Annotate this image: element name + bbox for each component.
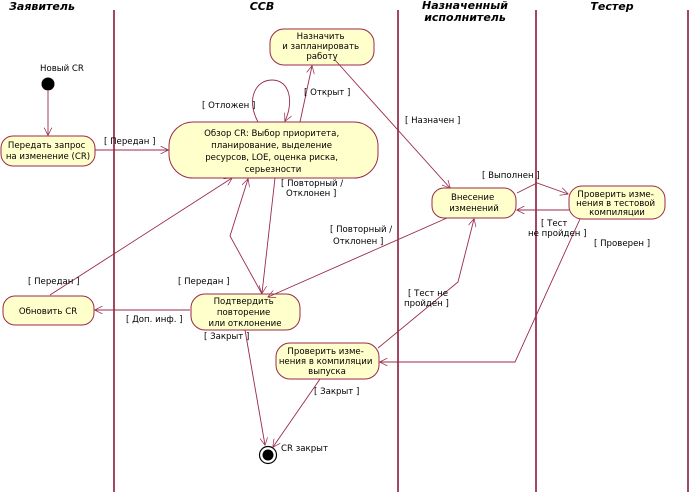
activity-text: Назначить и запланировать работу [282,32,362,62]
flow-release-to-final [273,378,321,447]
activity-confirm-duplicate[interactable]: Подтвердить повторение или отклонение [190,293,301,331]
flow-review-to-confirm [262,177,276,293]
guard-done: [ Выполнен ] [482,171,540,181]
activity-text: Проверить изме- нения в компиляции выпус… [279,347,375,377]
lane-title-ccb: CCB [250,0,275,13]
guard-closed: [ Закрыт ] [314,387,359,397]
flow-test-to-release [380,218,581,362]
activity-verify-release-build[interactable]: Проверить изме- нения в компиляции выпус… [275,342,380,380]
guard-duplicate-rejected: [ Повторный / Отклонен ] [281,179,346,199]
guard-verified: [ Проверен ] [594,239,650,249]
activity-review-cr[interactable]: Обзор CR: Выбор приоритета, планирование… [168,121,379,179]
activity-schedule-work[interactable]: Назначить и запланировать работу [269,28,375,66]
guard-assigned: [ Назначен ] [405,116,460,126]
transitions [48,59,581,447]
guard-more-info: [ Доп. инф. ] [126,315,183,325]
flow-review-to-schedule [299,66,312,123]
activity-text: Обзор CR: Выбор приоритета, планирование… [204,129,342,175]
flow-confirm-to-review [229,179,263,295]
activity-implement-changes[interactable]: Внесение изменений [431,187,517,219]
guard-opened: [ Открыт ] [304,88,350,98]
guard-submitted: [ Передан ] [178,277,230,287]
guard-submitted: [ Передан ] [28,277,80,287]
flow-update-to-review [49,178,232,296]
lane-title-requester: Заявитель [9,0,75,13]
activity-text: Проверить изме- нения в тестовой компиля… [576,190,658,218]
final-node-label: CR закрыт [281,444,328,454]
activity-text: Внесение изменений [449,193,499,214]
flow-implement-to-test [516,182,568,194]
lane-title-tester: Тестер [590,0,633,13]
guard-duplicate-rejected: [ Повторный / Отклонен ] [330,225,395,247]
activity-update-request[interactable]: Обновить CR [2,295,95,326]
activity-verify-test-build[interactable]: Проверить изме- нения в тестовой компиля… [568,185,666,220]
flow-implement-to-confirm [268,217,448,297]
guard-closed: [ Закрыт ] [204,332,249,342]
initial-node [41,77,55,91]
initial-node-label: Новый CR [40,64,84,74]
flow-confirm-to-final [244,329,265,445]
activity-submit-request[interactable]: Передать запрос на изменение (CR) [0,135,96,167]
activity-text: Обновить CR [19,307,77,317]
final-node-core [262,449,274,461]
guard-postponed: [ Отложен ] [202,101,255,111]
flow-release-to-implement [377,219,474,349]
guard-test-failed: [ Тест не пройден ] [528,219,587,239]
activity-text: Подтвердить повторение или отклонение [209,297,282,329]
flow-review-postponed-loop [252,79,290,123]
guard-test-failed: [ Тест не пройден ] [404,289,451,309]
guard-submitted: [ Передан ] [104,137,156,147]
flow-schedule-to-implement [334,59,450,188]
activity-text: Передать запрос на изменение (CR) [6,141,90,162]
